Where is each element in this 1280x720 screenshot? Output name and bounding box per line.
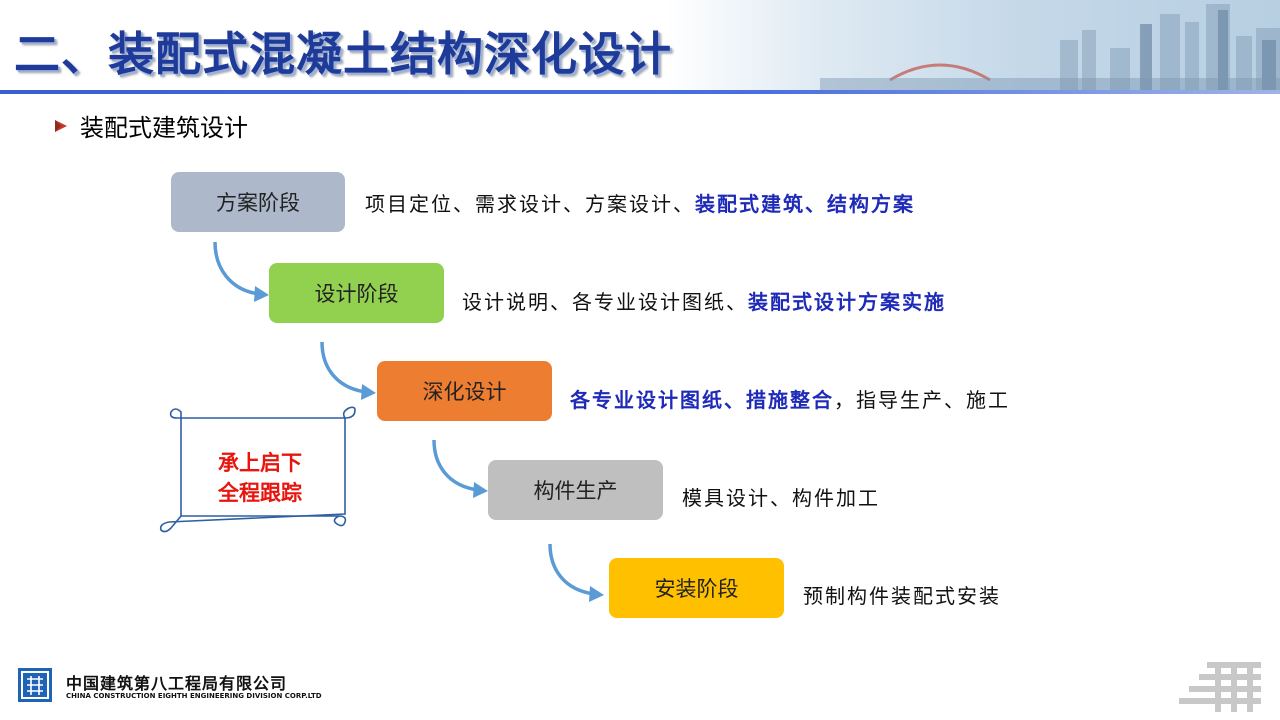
- stage-description: 预制构件装配式安装: [803, 580, 1001, 609]
- stage-description: 各专业设计图纸、措施整合，指导生产、施工: [570, 384, 1010, 413]
- stage-description-text: 设计说明、各专业设计图纸、: [462, 290, 748, 314]
- stage-label: 设计阶段: [314, 282, 399, 306]
- company-name-en: CHINA CONSTRUCTION EIGHTH ENGINEERING DI…: [66, 692, 322, 700]
- cscec-logo-icon: [18, 668, 52, 702]
- stage-description-text: 模具设计、构件加工: [682, 486, 880, 510]
- stage-description-emphasis: 各专业设计图纸、措施整合: [570, 388, 834, 412]
- stage-label: 深化设计: [422, 380, 507, 404]
- section-heading: 装配式建筑设计: [54, 108, 248, 143]
- stage-description: 设计说明、各专业设计图纸、装配式设计方案实施: [462, 286, 946, 315]
- curved-arrow-icon: [432, 439, 488, 498]
- stage-description-tail: ，指导生产、施工: [834, 388, 1010, 412]
- stage-label: 方案阶段: [216, 191, 300, 215]
- stage-box-scheme: 方案阶段: [171, 172, 345, 232]
- building-mark-icon: [1179, 662, 1261, 712]
- slide-header: 二、装配式混凝土结构深化设计: [0, 0, 1280, 92]
- stage-label: 安装阶段: [654, 577, 739, 601]
- stage-description-emphasis: 装配式建筑、结构方案: [695, 192, 915, 216]
- stage-description: 项目定位、需求设计、方案设计、装配式建筑、结构方案: [365, 188, 915, 217]
- slide-title: 二、装配式混凝土结构深化设计: [14, 27, 672, 81]
- header-divider: [0, 90, 1280, 94]
- stage-description-emphasis: 装配式设计方案实施: [748, 290, 946, 314]
- stage-box-design: 设计阶段: [269, 263, 444, 323]
- scroll-note: 承上启下 全程跟踪: [180, 448, 340, 508]
- stage-description-text: 项目定位、需求设计、方案设计、: [365, 192, 695, 216]
- city-skyline-image: [820, 4, 1280, 92]
- triangle-bullet-icon: [55, 119, 67, 132]
- curved-arrow-icon: [213, 241, 269, 302]
- curved-arrow-icon: [320, 341, 376, 400]
- stage-description: 模具设计、构件加工: [682, 482, 880, 511]
- stage-box-installation: 安装阶段: [609, 558, 784, 618]
- stage-box-production: 构件生产: [488, 460, 663, 520]
- scroll-note-line: 承上启下: [218, 451, 302, 475]
- stage-label: 构件生产: [533, 479, 618, 503]
- stage-description-text: 预制构件装配式安装: [803, 584, 1001, 608]
- scroll-shape: [159, 406, 356, 533]
- section-heading-text: 装配式建筑设计: [80, 114, 248, 142]
- stage-box-detailed-design: 深化设计: [377, 361, 552, 421]
- curved-arrow-icon: [548, 543, 604, 602]
- scroll-note-line: 全程跟踪: [218, 481, 302, 505]
- company-name-cn: 中国建筑第八工程局有限公司: [66, 674, 288, 693]
